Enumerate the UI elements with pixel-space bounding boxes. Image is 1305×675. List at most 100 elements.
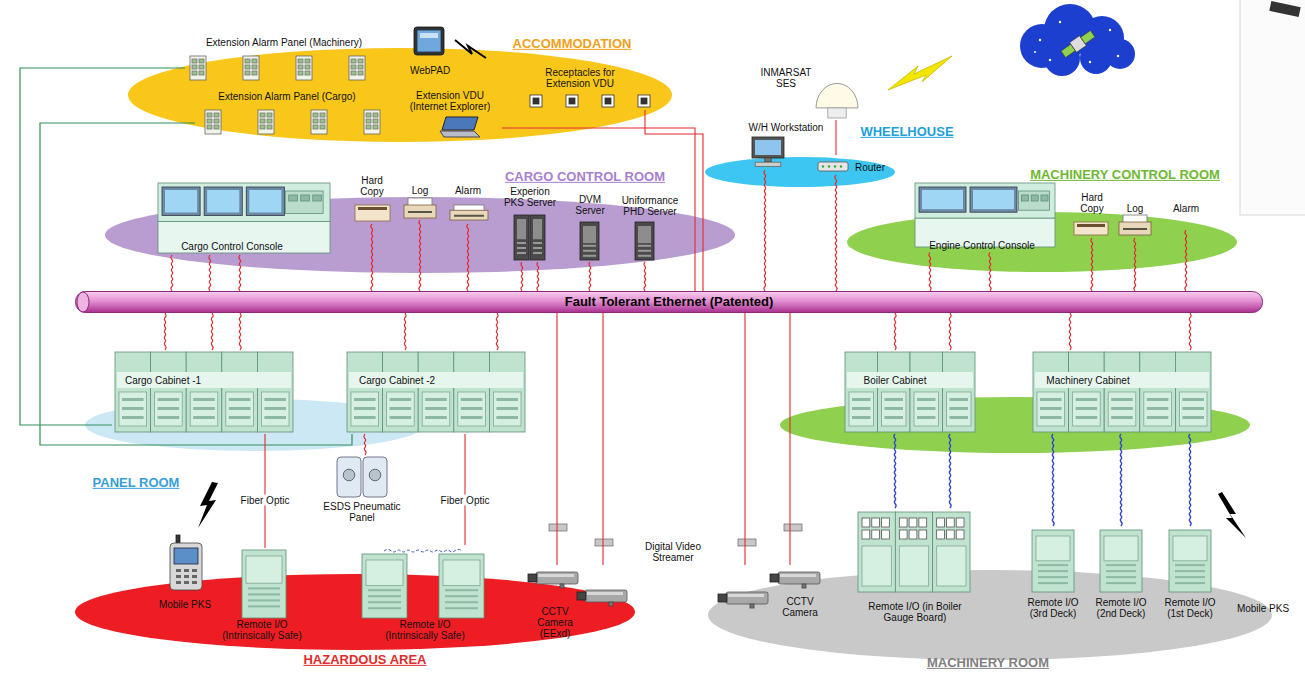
drawing-part [1147, 416, 1169, 419]
drawing-part [878, 352, 911, 432]
drawing-part [242, 550, 286, 618]
drawing-part [849, 392, 874, 426]
drawing-part [765, 158, 771, 162]
zone-area: W/H WorkstationRouterWHEELHOUSE [700, 115, 965, 190]
drawing-part [192, 575, 197, 578]
network-link [239, 313, 241, 350]
drawing-part [305, 71, 310, 75]
drawing-part [267, 125, 272, 129]
drawing-part [320, 125, 325, 129]
drawing-part [190, 392, 218, 426]
drawing-part [162, 187, 200, 216]
drawing-part [373, 119, 378, 123]
drawing-part [919, 530, 927, 539]
drawing-part [858, 512, 895, 592]
device-label: Extension Alarm Panel (Machinery) [206, 37, 362, 48]
copier-icon [355, 205, 390, 221]
drawing-part [425, 407, 447, 410]
drawing-part [158, 416, 180, 419]
drawing-part [115, 352, 151, 432]
drawing-part [454, 352, 490, 432]
device-label: Log [412, 185, 429, 196]
drawing-part [176, 575, 181, 578]
drawing-part [1033, 352, 1069, 432]
drawing-part [1038, 564, 1068, 566]
device-label: Machinery Cabinet [1046, 375, 1129, 386]
drawing-part [947, 392, 972, 426]
device-label: Remote I/O (Intrinsically Safe) [378, 619, 473, 641]
drawing-part [950, 416, 969, 419]
laptop-device: Extension VDU (Internet Explorer) [398, 88, 502, 140]
drawing-part [1033, 352, 1211, 432]
drawing-part [354, 398, 376, 401]
printer-icon [1119, 215, 1151, 235]
drawing-part [193, 398, 215, 401]
drawing-part [260, 125, 265, 129]
drawing-part [205, 110, 380, 134]
drawing-part [1173, 536, 1207, 561]
drawing-part [362, 554, 407, 618]
drawing-part [970, 187, 1017, 212]
device-label: Cargo Control Console [181, 241, 283, 252]
drawing-part [1076, 398, 1098, 401]
drawing-part [1104, 352, 1140, 432]
zone-area: Cargo Control ConsoleHard CopyLogAlarmEx… [100, 168, 740, 275]
drawing-part [917, 416, 936, 419]
drawing-part [1111, 407, 1133, 410]
device-label: Router [855, 162, 885, 173]
network-link [464, 434, 465, 545]
drawing-part [919, 187, 966, 212]
drawing-part [442, 117, 478, 130]
network-link [364, 434, 366, 455]
rio-icon [1169, 530, 1211, 592]
drawing-part [305, 59, 310, 63]
console-device: Cargo Control Console [155, 180, 335, 255]
printer-icon [450, 205, 488, 220]
zone-title: CARGO CONTROL ROOM [505, 170, 665, 184]
drawing-part [1106, 564, 1136, 566]
drawing-part [937, 518, 945, 527]
device-label: INMARSAT SES [756, 67, 816, 89]
drawing-part [229, 398, 251, 401]
drawing-part [872, 518, 880, 527]
drawing-part [1147, 398, 1169, 401]
drawing-part [899, 546, 928, 586]
drawing-part [368, 601, 401, 603]
drawing-part [1106, 570, 1136, 572]
network-link [644, 262, 646, 291]
drawing-part [943, 352, 976, 432]
drawing-part [347, 352, 383, 432]
drawing-part [533, 252, 542, 254]
drawing-part [718, 594, 727, 602]
drawing-part [1111, 398, 1133, 401]
drawing-part [595, 539, 613, 546]
network-link [1189, 434, 1191, 526]
drawing-part [1037, 392, 1065, 426]
panels-icon [190, 56, 365, 80]
cabinet-device: Machinery Cabinet [1030, 350, 1214, 434]
cabinet-device: Cargo Cabinet -1 [112, 350, 296, 434]
drawing-part [176, 569, 181, 572]
drawing-part [1100, 530, 1142, 592]
drawing-part [192, 71, 197, 75]
drawing-part [1119, 215, 1151, 235]
network-link [264, 434, 265, 548]
device-label: Remote I/O (in Boiler Gauge Board) [855, 601, 975, 623]
cabinet-icon [845, 352, 975, 432]
rio2-icon [362, 546, 484, 618]
drawing-part [1034, 21, 1119, 63]
drawing-part [354, 416, 376, 419]
drawing-part [862, 530, 870, 539]
drawing-part [248, 593, 280, 595]
drawing-part [1106, 582, 1136, 584]
rio-icon [1032, 530, 1074, 592]
copier-device: Hard Copy [1065, 190, 1115, 238]
drawing-part [933, 512, 970, 592]
device-label: CCTV Camera [778, 596, 823, 618]
drawing-part [885, 398, 904, 401]
drawing-part [264, 398, 286, 401]
drawing-part [445, 607, 478, 609]
console-device: Engine Control Console [912, 180, 1062, 253]
drawing-part [1074, 222, 1108, 235]
cabinet-icon [347, 352, 525, 432]
